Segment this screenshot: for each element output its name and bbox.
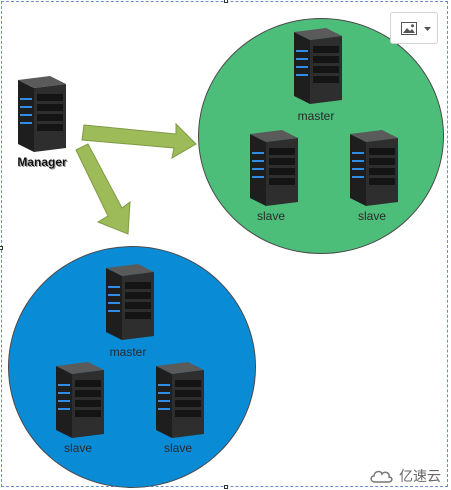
watermark-text: 亿速云 xyxy=(399,468,441,484)
resize-handle-top[interactable] xyxy=(224,0,228,3)
blue-slave-left-server-icon xyxy=(56,362,104,438)
blue-slave-left-label: slave xyxy=(63,441,92,455)
green-slave-right-label: slave xyxy=(357,209,386,223)
blue-slave-right-server-icon xyxy=(156,362,204,438)
watermark: 亿速云 xyxy=(369,466,441,486)
resize-handle-left[interactable] xyxy=(0,246,3,250)
green-slave-left-label: slave xyxy=(256,209,285,223)
green-slave-right-server-icon xyxy=(350,130,398,206)
blue-slave-right-label: slave xyxy=(163,441,192,455)
green-slave-left-server-icon xyxy=(250,130,298,206)
image-icon xyxy=(401,22,417,35)
green-master-server-icon xyxy=(294,28,342,104)
blue-master-server-icon xyxy=(106,264,154,340)
arrow-to-blue-cluster xyxy=(75,143,131,235)
manager-server-icon xyxy=(18,76,66,152)
arrow-to-green-cluster xyxy=(81,122,197,159)
resize-handle-bottom[interactable] xyxy=(224,485,228,489)
image-options-button[interactable] xyxy=(390,12,438,44)
cloud-logo-icon xyxy=(370,470,393,483)
manager-label: Manager xyxy=(17,155,67,169)
blue-master-label: master xyxy=(109,345,147,359)
green-master-label: master xyxy=(297,109,335,123)
chevron-down-icon xyxy=(424,27,431,31)
